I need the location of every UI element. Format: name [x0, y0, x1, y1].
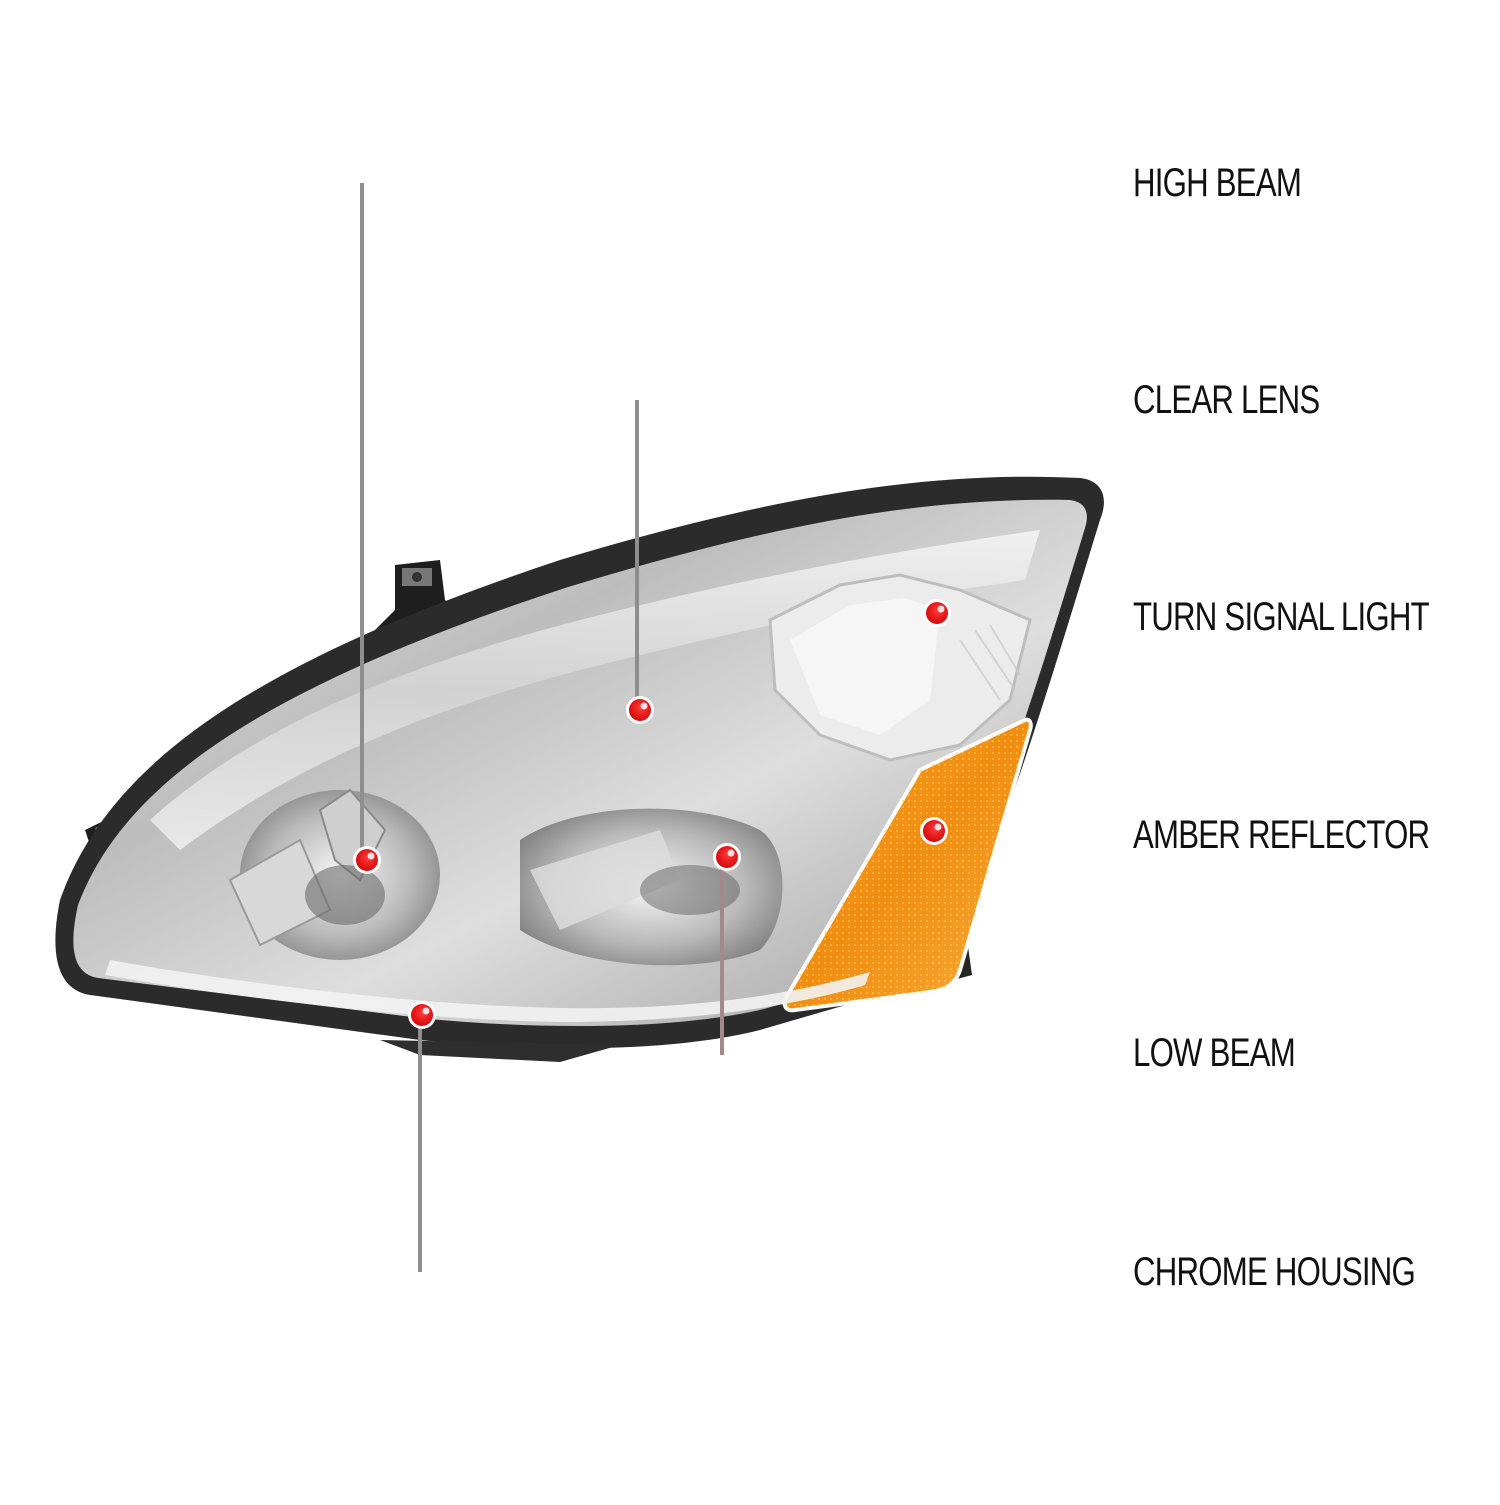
amber-reflector-lens: [782, 717, 1033, 1013]
dot-clear-lens-icon: [626, 696, 654, 724]
dot-amber-reflector-icon: [920, 817, 948, 845]
label-chrome-housing: CHROME HOUSING: [1133, 1250, 1416, 1294]
dot-turn-signal-icon: [923, 599, 951, 627]
high-beam-reflector: [228, 788, 440, 960]
dot-low-beam-icon: [713, 843, 741, 871]
label-low-beam: LOW BEAM: [1133, 1031, 1296, 1075]
dot-high-beam-icon: [353, 846, 381, 874]
leader-lines: [360, 181, 1115, 1274]
housing-bottom-lip: [380, 1040, 620, 1062]
dot-chrome-housing-icon: [408, 1001, 436, 1029]
low-beam-reflector: [520, 808, 783, 966]
label-clear-lens: CLEAR LENS: [1133, 378, 1320, 422]
callout-dots: [353, 599, 951, 1029]
chrome-lower-trim: [105, 960, 870, 1022]
label-high-beam: HIGH BEAM: [1133, 161, 1302, 205]
label-amber-reflector: AMBER REFLECTOR: [1133, 813, 1430, 857]
turn-signal-lamp: [768, 573, 1032, 762]
label-turn-signal-light: TURN SIGNAL LIGHT: [1133, 595, 1430, 639]
